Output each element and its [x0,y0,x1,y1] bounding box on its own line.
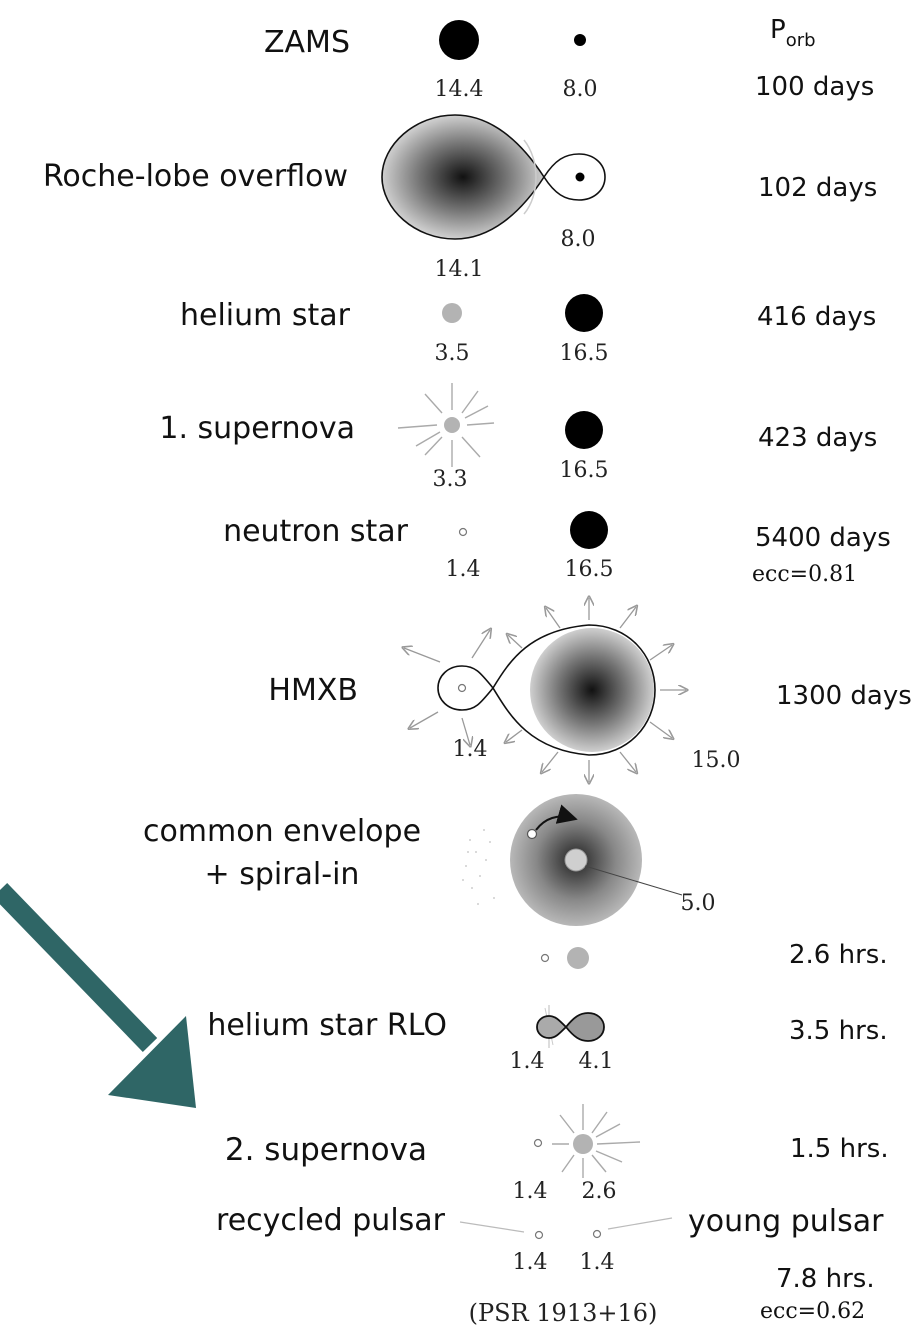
stage-label: ZAMS [264,25,350,60]
donor-roche-lobe [381,114,545,240]
orbital-period: 3.5 hrs. [789,1016,888,1046]
stage-double-pulsar: recycled pulsar young pulsar 1.4 1.4 7.8… [216,1203,884,1327]
primary-mass: 1.4 [510,1049,545,1074]
neutron-star [540,953,550,963]
young-pulsar [592,1229,602,1239]
eccentricity: ecc=0.62 [760,1299,865,1324]
pulsar-designation: (PSR 1913+16) [469,1299,658,1327]
secondary-mass: 4.1 [579,1049,614,1074]
stage-label: Roche-lobe overflow [43,159,348,194]
primary-star [439,20,479,60]
helium-star [567,947,589,969]
secondary-mass: 16.5 [565,557,614,582]
stage-label: helium star RLO [207,1008,447,1043]
orbital-period: 416 days [757,302,876,332]
secondary-mass: 1.4 [580,1250,615,1275]
supergiant-star [530,628,654,752]
secondary-mass: 16.5 [560,341,609,366]
stage-post-common-envelope: 2.6 hrs. [540,940,888,970]
stage-helium-star-rlo: helium star RLO 1.4 4.1 3.5 hrs. [207,1005,888,1074]
orbital-period: 1300 days [776,681,912,711]
primary-mass: 3.5 [435,341,470,366]
eccentricity: ecc=0.81 [752,562,857,587]
porb-header: Porb [770,15,816,51]
exploding-star [573,1134,593,1154]
secondary-star [574,34,586,46]
stage-roche-lobe-overflow: Roche-lobe overflow 14.1 8.0 102 days [43,114,877,282]
stage-zams: ZAMS 14.4 8.0 100 days [264,20,874,102]
stage-neutron-star: neutron star 1.4 16.5 5400 days ecc=0.81 [223,511,891,587]
primary-mass: 1.4 [453,737,488,762]
supernova-burst-icon [552,1104,641,1178]
orbital-period: 100 days [755,72,874,102]
companion-star [570,511,608,549]
stage-common-envelope: common envelope + spiral-in 5.0 [143,794,716,926]
young-pulsar-label: young pulsar [688,1204,884,1239]
orbital-period: 2.6 hrs. [789,940,888,970]
primary-mass: 1.4 [513,1250,548,1275]
stage-first-supernova: 1. supernova 3.3 16.5 423 days [159,383,877,492]
recycled-pulsar [534,1230,544,1240]
orbital-period: 1.5 hrs. [790,1134,889,1164]
primary-mass: 14.1 [435,257,484,282]
helium-core [564,848,588,872]
secondary-mass: 15.0 [692,748,741,773]
neutron-star [533,1138,543,1148]
helium-star [442,303,462,323]
neutron-star [457,683,467,693]
primary-mass: 1.4 [513,1179,548,1204]
secondary-mass: 8.0 [563,77,598,102]
orbital-period: 5400 days [755,523,891,553]
stage-label-line2: + spiral-in [205,857,360,892]
orbital-period: 7.8 hrs. [776,1264,875,1294]
donor-surface [523,139,537,215]
pointer-arrow-icon [0,883,196,1108]
orbital-period: 423 days [758,423,877,453]
primary-mass: 14.4 [435,77,484,102]
core-mass: 5.0 [681,891,716,916]
primary-mass: 3.3 [433,467,468,492]
secondary-mass: 8.0 [561,227,596,252]
accretor-lobe [536,1015,568,1039]
stage-label-line1: common envelope [143,814,421,849]
recycled-pulsar-label: recycled pulsar [216,1203,446,1238]
secondary-mass: 16.5 [560,458,609,483]
accretor-roche-lobe [543,153,606,201]
stage-helium-star: helium star 3.5 16.5 416 days [180,294,876,366]
companion-star [565,294,603,332]
orbital-period: 102 days [758,173,877,203]
companion-star [565,411,603,449]
secondary-mass: 2.6 [582,1179,617,1204]
neutron-star [526,828,538,840]
core-mass-leader [584,865,683,896]
neutron-star [458,527,468,537]
spiral-in-arrow-icon [535,804,578,831]
accretor-star [575,172,585,182]
young-pulsar-pointer [607,1217,673,1230]
stage-label: 1. supernova [159,411,355,446]
stage-label: 2. supernova [225,1132,427,1168]
ejecta-dots [462,829,495,905]
exploding-star [444,417,460,433]
stage-hmxb: HMXB 1.4 15.0 1300 days [268,598,912,782]
stage-label: helium star [180,298,351,333]
stage-second-supernova: 2. supernova 1.4 2.6 1.5 hrs. [225,1104,889,1204]
supernova-burst-icon [397,383,495,467]
recycled-pulsar-pointer [459,1221,525,1233]
primary-mass: 1.4 [446,557,481,582]
donor-lobe [564,1012,605,1042]
stage-label: HMXB [268,673,358,708]
stage-label: neutron star [223,514,409,549]
wind-arrows [404,598,686,782]
